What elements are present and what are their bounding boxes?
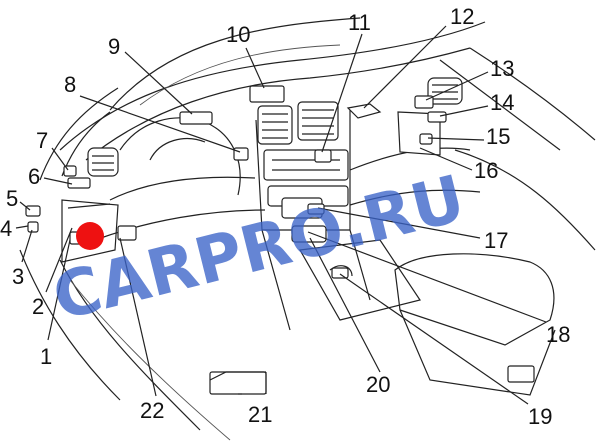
part-5 bbox=[25, 205, 41, 217]
part-22 bbox=[117, 225, 137, 241]
part-4 bbox=[27, 221, 39, 233]
part-11 bbox=[314, 149, 332, 163]
label-6: 6 bbox=[28, 164, 40, 189]
label-4: 4 bbox=[0, 216, 12, 241]
label-3: 3 bbox=[12, 264, 24, 289]
components bbox=[25, 85, 447, 395]
label-19: 19 bbox=[528, 404, 552, 429]
part-12 bbox=[346, 103, 382, 119]
label-16: 16 bbox=[474, 158, 498, 183]
label-10: 10 bbox=[226, 22, 250, 47]
dashboard-outline bbox=[19, 17, 596, 441]
callout-labels: 1 2 3 4 5 6 7 8 9 10 11 12 13 14 15 16 1… bbox=[0, 4, 570, 429]
label-5: 5 bbox=[6, 186, 18, 211]
part-14 bbox=[427, 111, 447, 123]
label-21: 21 bbox=[248, 402, 272, 427]
label-1: 1 bbox=[40, 344, 52, 369]
label-11: 11 bbox=[348, 10, 371, 35]
label-14: 14 bbox=[490, 90, 514, 115]
label-12: 12 bbox=[450, 4, 474, 29]
watermark-text: CARPRO.RU bbox=[46, 162, 472, 336]
part-6 bbox=[67, 177, 91, 189]
part-9 bbox=[179, 111, 213, 125]
label-2: 2 bbox=[32, 294, 44, 319]
label-7: 7 bbox=[36, 128, 48, 153]
label-22: 22 bbox=[140, 398, 164, 423]
label-8: 8 bbox=[64, 72, 76, 97]
part-10 bbox=[249, 85, 285, 103]
label-9: 9 bbox=[108, 34, 120, 59]
label-18: 18 bbox=[546, 322, 570, 347]
part-8 bbox=[233, 147, 249, 161]
label-20: 20 bbox=[366, 372, 390, 397]
leader-lines bbox=[15, 25, 547, 405]
part-19 bbox=[331, 267, 349, 279]
label-15: 15 bbox=[486, 124, 510, 149]
label-13: 13 bbox=[490, 56, 514, 81]
label-17: 17 bbox=[484, 228, 508, 253]
part-15 bbox=[419, 133, 433, 145]
red-marker bbox=[76, 222, 104, 250]
